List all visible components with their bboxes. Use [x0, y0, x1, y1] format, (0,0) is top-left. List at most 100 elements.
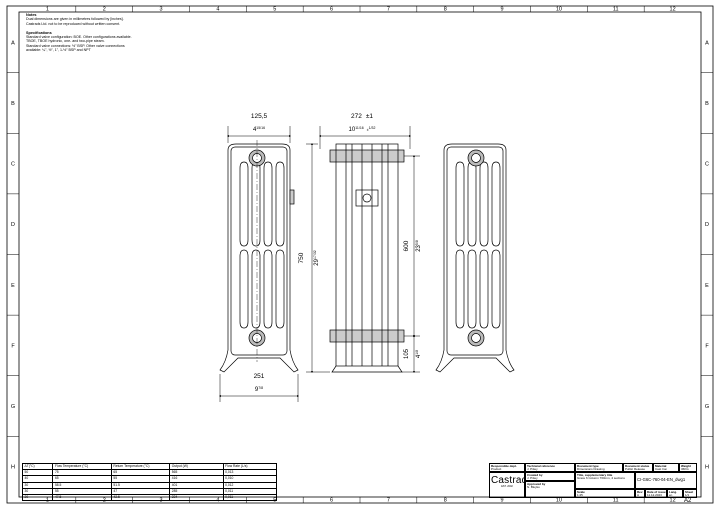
material-cell: Material Cast Iron: [653, 463, 679, 472]
notes-heading: Notes: [26, 13, 37, 17]
grid-column-label: 11: [613, 498, 619, 504]
spec-line: TBOE, TBOE hydronic, one- and two-pipe s…: [26, 39, 105, 44]
weight-label: Weight: [681, 463, 691, 468]
depth-in-label: 415/16: [253, 126, 265, 133]
centres-in-label: 235/8: [415, 240, 422, 252]
width-in-label: 1011/16±1/32: [349, 126, 376, 133]
spec-line: Standard valve configuration: BOE. Other…: [26, 35, 132, 40]
dimension-lines: [219, 126, 420, 402]
rev-cell: Rev A: [635, 489, 645, 498]
material-value: Cast Iron: [655, 467, 668, 472]
notes-line: Dual dimensions are given in millimetres…: [26, 17, 124, 22]
grid-reference-marks: [7, 6, 713, 503]
created-by-cell: Created by J. Pittey: [525, 472, 575, 481]
table-cell: 65: [110, 469, 171, 477]
grid-row-label: G: [11, 404, 15, 410]
title-value: Grace 6 Column 760mm, 4 sections: [577, 476, 625, 481]
table-header: ΔT(°C): [21, 462, 54, 471]
document-status-label: Document status: [625, 463, 650, 468]
grid-column-label: 7: [387, 498, 390, 504]
grid-column-label: 1: [46, 7, 49, 13]
grid-column-label: 10: [556, 498, 562, 504]
approved-by-value: N. Biuyko: [527, 485, 540, 490]
grid-row-label: B: [705, 101, 709, 107]
foot-in-label: 41/8: [415, 350, 422, 358]
sheet-value: 1/1: [685, 493, 690, 498]
grid-row-label: B: [11, 101, 15, 107]
table-cell: 224: [169, 493, 224, 502]
technical-ref-cell: Technical reference J. Pittey: [525, 463, 575, 472]
approved-by-label: Approved by: [527, 481, 546, 486]
drawing-number-cell: CI-G6C-760-04-EN_dwg1: [635, 472, 697, 489]
lang-value: en: [669, 493, 673, 498]
grid-column-label: 12: [670, 7, 676, 13]
table-cell: 0,011: [222, 493, 278, 502]
table-cell: 0,011: [222, 487, 278, 496]
grid-column-label: 9: [501, 7, 504, 13]
table-header-row: ΔT(°C) Flow Temperature (°C) Return Temp…: [21, 462, 278, 471]
grid-column-label: 5: [273, 7, 276, 13]
table-cell: 47: [110, 487, 171, 496]
back-view: [435, 143, 515, 373]
created-by-label: Created by: [527, 472, 543, 477]
side-view: [329, 143, 405, 373]
rev-value: A: [637, 493, 640, 498]
grid-row-label: H: [705, 465, 709, 471]
table-cell: 50: [21, 469, 54, 477]
centres-mm-label: 600: [403, 240, 410, 251]
grid-column-label: 3: [160, 7, 163, 13]
grid-row-label: H: [11, 465, 15, 471]
date-cell: Date of issue 11.12.2023: [645, 489, 667, 498]
scale-label: Scale: [577, 489, 585, 494]
paper-size-label: A2: [684, 498, 692, 504]
technical-ref-label: Technical reference: [527, 463, 555, 468]
castrads-logo: Castrads: [491, 475, 524, 486]
grid-row-label: E: [11, 283, 15, 289]
grid-column-label: 6: [330, 498, 333, 504]
depth-mm-label: 125,5: [251, 113, 268, 120]
lang-label: Lang.: [669, 489, 677, 494]
base-mm-label: 251: [254, 373, 265, 380]
notes-line: Castrads Ltd. not to be reproduced witho…: [26, 21, 121, 26]
date-label: Date of issue: [647, 489, 666, 494]
grid-column-label: 11: [613, 7, 619, 13]
front-view: [219, 140, 299, 373]
castrads-logo-sub: EST. 2002: [501, 484, 513, 488]
title-block: Responsible dept. Product Castrads EST. …: [489, 463, 697, 498]
weight-cell: Weight 36KG: [679, 463, 697, 472]
foot-mm-label: 105: [404, 348, 410, 359]
base-in-label: 97/8: [255, 386, 263, 393]
grid-row-label: F: [705, 343, 709, 349]
grid-column-label: 9: [501, 498, 504, 504]
grid-column-label: 12: [670, 498, 676, 504]
sheet-cell: Sheet 1/1: [683, 489, 697, 498]
document-type-cell: Document type Dimensions Drawing: [575, 463, 623, 472]
logo-cell: Castrads EST. 2002: [489, 472, 525, 498]
material-label: Material: [655, 463, 667, 468]
grid-row-label: D: [11, 222, 15, 228]
table-cell: 42.5: [110, 493, 171, 502]
grid-column-label: 6: [330, 7, 333, 13]
grid-column-label: 8: [444, 498, 447, 504]
scale-cell: Scale 1:25: [575, 489, 635, 498]
grid-row-label: D: [705, 222, 709, 228]
height-in-label: 2917/32: [313, 250, 320, 265]
spec-line: Standard valve connections: ½" BSP. Othe…: [26, 43, 125, 48]
outer-frame: [6, 5, 714, 504]
table-cell: 0,010: [222, 475, 278, 483]
table-cell: 55: [110, 475, 171, 483]
grid-column-label: 4: [216, 7, 219, 13]
table-cell: 51.5: [110, 481, 171, 489]
document-status-cell: Document status Public Release: [623, 463, 653, 472]
grid-row-label: F: [11, 343, 15, 349]
notes-block: Notes Dual dimensions are given in milli…: [26, 13, 186, 53]
approved-by-cell: Approved by N. Biuyko: [525, 481, 575, 498]
grid-row-label: E: [705, 283, 709, 289]
